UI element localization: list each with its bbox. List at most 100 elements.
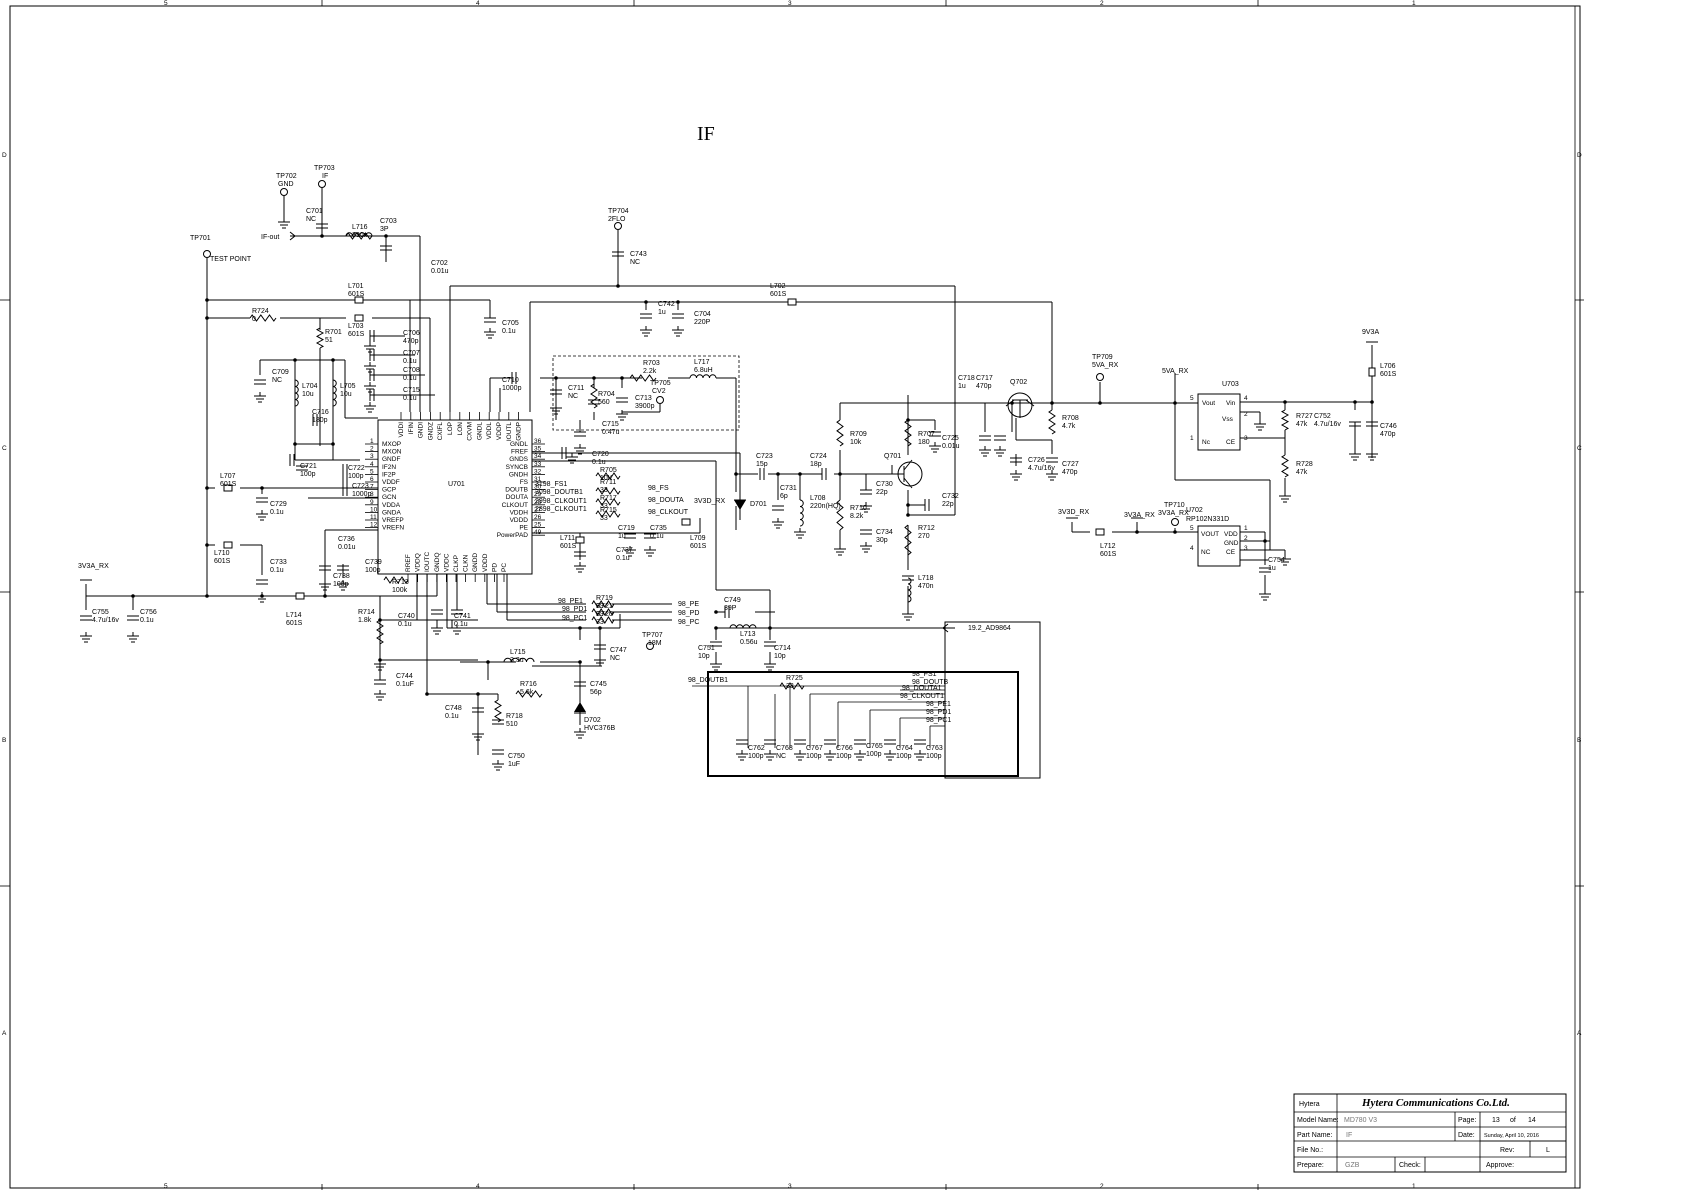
row-label: A — [1577, 1030, 1582, 1037]
row-label: C — [1577, 445, 1582, 452]
part-ref-r715: R715 — [600, 507, 617, 514]
u701-pin-number: 6 — [370, 476, 374, 483]
part-value-c752: 4.7u/16v — [1314, 421, 1341, 428]
part-value-c702: 0.01u — [431, 268, 449, 275]
u702-pinnum: 3 — [1244, 545, 1248, 552]
junction-dot — [598, 626, 602, 630]
tp703-val: IF — [322, 173, 328, 180]
inductor — [907, 577, 912, 603]
part-ref-c737: C737 — [616, 547, 633, 554]
u701-pin-name: MXON — [382, 449, 402, 456]
u701-pin-number: 10 — [370, 506, 378, 513]
company-name: Hytera Communications Co.Ltd. — [1361, 1097, 1510, 1109]
junction-dot — [1135, 530, 1139, 534]
part-ref-c720: C720 — [592, 451, 609, 458]
part-ref-r724: R724 — [252, 308, 269, 315]
net-5va-rx: 5VA_RX — [1162, 368, 1189, 375]
part-value-c746: 470p — [1380, 431, 1396, 438]
row-label: C — [2, 445, 7, 452]
junction-dot — [476, 692, 480, 696]
part-ref-c752: C752 — [1314, 413, 1331, 420]
part-ref-c704: C704 — [694, 311, 711, 318]
u701-pin-number: 1 — [370, 438, 374, 445]
ferrite-bead — [354, 296, 364, 304]
u702-pinnum: 4 — [1190, 545, 1194, 552]
u701-pin-name: VDDH — [510, 509, 529, 516]
part-value-r717: 33 — [600, 503, 608, 510]
part-ref-r712: R712 — [918, 525, 935, 532]
u701-pin-number: 25 — [534, 522, 542, 529]
part-ref-c714: C714 — [774, 645, 791, 652]
resistor — [591, 608, 615, 616]
junction-dot — [320, 234, 324, 238]
part-value-c756: 0.1u — [140, 617, 154, 624]
part-ref-c706: C706 — [403, 330, 420, 337]
junction-dot — [620, 376, 624, 380]
junction-dot — [1098, 401, 1102, 405]
tp709-ref: TP709 — [1092, 354, 1113, 361]
inductor — [345, 232, 373, 237]
net-2898: 2898_CLKOUT1 — [535, 506, 587, 513]
u701-pin-name: VDDD — [510, 517, 529, 524]
part-ref-c766: C766 — [836, 745, 853, 752]
part-value-c742: 1u — [658, 309, 666, 316]
junction-dot — [205, 543, 209, 547]
part-value-r720: 33 — [596, 619, 604, 626]
part-value-l705: 10u — [340, 391, 352, 398]
part-value-l701: 601S — [348, 291, 365, 298]
part-value-r721: 33 — [596, 611, 604, 618]
part-ref-c709: C709 — [272, 369, 289, 376]
part-value-c740: 0.1u — [398, 621, 412, 628]
col-label: 5 — [164, 0, 168, 7]
tp703-ref: TP703 — [314, 165, 335, 172]
inductor — [729, 624, 757, 629]
part-value-c721: 100p — [300, 471, 316, 478]
junction-dot — [578, 626, 582, 630]
junction-dot — [205, 594, 209, 598]
part-value-c713: 3900p — [635, 403, 655, 410]
junction-dot — [906, 503, 910, 507]
inductor — [332, 379, 337, 407]
part-value-c715: 0.47u — [602, 429, 620, 436]
part-value-l711: 601S — [560, 543, 577, 550]
part-ref-r717: R717 — [600, 495, 617, 502]
u701-pin-name: VDDF — [382, 479, 400, 486]
u703-pin-vss: Vss — [1222, 416, 1234, 423]
part-value-c748: 0.1u — [445, 713, 459, 720]
part-value-c763: 100p — [926, 753, 942, 760]
u701-pin-name: VDDP — [496, 422, 503, 440]
tp710-ref: TP710 — [1164, 502, 1185, 509]
u701-pin-name: GCN — [382, 494, 397, 501]
u701-pin-number: 11 — [370, 514, 377, 521]
part-value-c725: 0.01u — [942, 443, 960, 450]
part-value-c707: 0.1u — [403, 358, 417, 365]
part-value-l702: 601S — [770, 291, 787, 298]
u701-pin-name: SYNCB — [506, 464, 528, 471]
resistor — [494, 699, 502, 723]
part-value-r727: 47k — [1296, 421, 1308, 428]
u701-pin-name: GNDS — [509, 456, 528, 463]
u701-pin-name: IOUTL — [506, 422, 513, 442]
u701-pin-number: 34 — [534, 453, 542, 460]
u703-pin-nc: Nc — [1202, 439, 1211, 446]
col-label: 5 — [164, 1183, 168, 1190]
inductor — [799, 499, 804, 527]
net-98-pd1: 98_PD1 — [562, 606, 587, 613]
u702-pin-gnd: GND — [1224, 540, 1239, 547]
part-value-r709: 10k — [850, 439, 862, 446]
net-98-douta: 98_DOUTA — [648, 497, 684, 504]
junction-dot — [1050, 401, 1054, 405]
u703-pinnum: 3 — [1244, 435, 1248, 442]
row-label: D — [2, 152, 7, 159]
interface-box — [692, 621, 1041, 779]
junction-dot — [906, 513, 910, 517]
u702-part: RP102N331D — [1186, 516, 1229, 523]
part-ref-r709: R709 — [850, 431, 867, 438]
part-value-l703: 601S — [348, 331, 365, 338]
junction-dot — [1283, 400, 1287, 404]
part-ref-r711: R711 — [600, 479, 616, 486]
col-label: 1 — [1412, 0, 1416, 7]
tp705-val: CV2 — [652, 388, 666, 395]
